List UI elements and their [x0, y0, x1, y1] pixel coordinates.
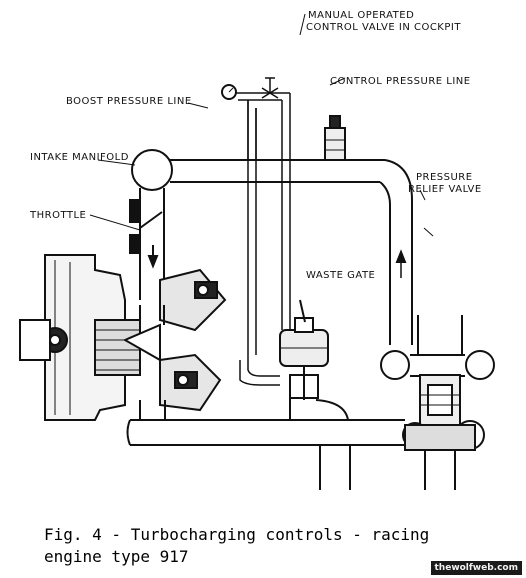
- pressure-gauge: [221, 84, 237, 100]
- intake-manifold-label: INTAKE MANIFOLD: [30, 152, 129, 163]
- throttle: [129, 199, 163, 269]
- leader-lines: [89, 13, 426, 231]
- caption-line-2: engine type 917: [44, 547, 189, 566]
- flow-arrows: [395, 227, 434, 278]
- engine-block: [19, 254, 141, 421]
- pressure-relief-label-line2: RELIEF VALVE: [408, 184, 482, 195]
- figure-caption: Fig. 4 - Turbocharging controls - racing…: [44, 524, 429, 568]
- boost-pressure-line-label: BOOST PRESSURE LINE: [66, 96, 192, 107]
- throttle-label: THROTTLE: [30, 210, 87, 221]
- caption-line-1: Fig. 4 - Turbocharging controls - racing: [44, 525, 430, 544]
- watermark: thewolfweb.com: [430, 561, 522, 575]
- control-pressure-line: [230, 92, 291, 330]
- manual-valve-label-line1: MANUAL OPERATED: [308, 10, 415, 21]
- cylinder-heads: [122, 268, 227, 412]
- exhaust-pipe: [126, 400, 405, 446]
- pressure-relief-label-line1: PRESSURE: [416, 172, 473, 183]
- control-pressure-line-label: CONTROL PRESSURE LINE: [330, 76, 471, 87]
- waste-gate: [279, 299, 351, 490]
- manual-valve-label-line2: CONTROL VALVE IN COCKPIT: [306, 22, 461, 33]
- pressure-relief-valve: [324, 115, 346, 161]
- manual-control-valve: [261, 77, 279, 99]
- turbocharger: [380, 315, 495, 490]
- boost-pressure-line: [239, 100, 280, 386]
- waste-gate-label: WASTE GATE: [306, 270, 376, 281]
